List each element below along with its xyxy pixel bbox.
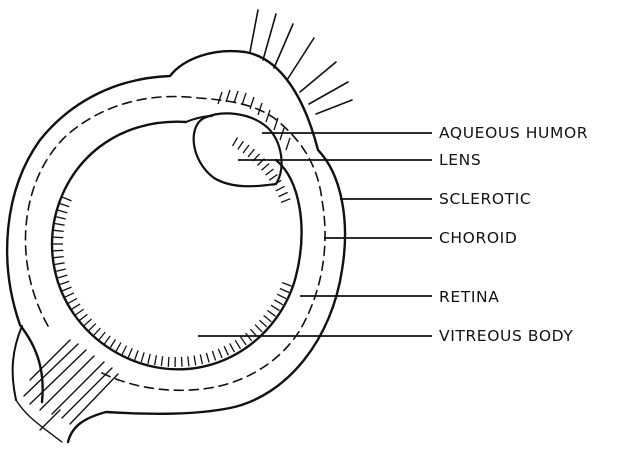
retina-hatch-tick xyxy=(266,169,274,175)
light-rays xyxy=(250,10,352,114)
retina-hatch-tick xyxy=(280,289,289,293)
retina-hatch-tick xyxy=(62,197,71,201)
retina-hatch-tick xyxy=(155,355,157,365)
retina-hatch-tick xyxy=(94,328,101,335)
retina-hatch-tick xyxy=(218,349,222,358)
retina-hatch-tick xyxy=(161,356,162,366)
retina-hatch-tick xyxy=(84,319,92,326)
retina-hatch-tick xyxy=(148,354,150,364)
retina-hatch-tick xyxy=(233,138,238,147)
retina-hatch-tick xyxy=(80,314,88,320)
retina-hatch-tick xyxy=(255,325,262,332)
retina-hatch-tick xyxy=(60,204,70,207)
aqueous-hatch-tick xyxy=(242,93,246,105)
retina-hatch-tick xyxy=(279,192,288,196)
retina-hatch-tick xyxy=(55,263,65,265)
retina-hatch-tick xyxy=(206,353,209,363)
retina-hatch-tick xyxy=(56,217,66,219)
retina-hatch-tick xyxy=(188,356,189,366)
retina-hatch-tick xyxy=(53,237,63,238)
retina-hatch-tick xyxy=(264,315,272,321)
aqueous-hatch-tick xyxy=(234,91,238,103)
retina-hatch-tick xyxy=(269,175,277,181)
label-leaders xyxy=(198,133,432,336)
retina-hatch-tick xyxy=(68,298,77,303)
retina-hatch-tick xyxy=(110,339,115,348)
retina-hatch-tick xyxy=(58,275,68,278)
retina-hatch-tick xyxy=(53,250,63,251)
retina-hatch-tick xyxy=(168,357,169,367)
retina-hatch-tick xyxy=(200,354,202,364)
retina-hatch-tick xyxy=(262,164,270,171)
retina-hatch-tick xyxy=(89,324,96,331)
retina-hatch-tick xyxy=(246,333,252,341)
label-sclerotic: SCLEROTIC xyxy=(439,192,531,208)
retina-hatch-tick xyxy=(54,230,64,231)
retina-hatch-tick xyxy=(194,356,196,366)
retina-hatch-tick xyxy=(56,269,66,271)
retina-hatch-tick xyxy=(122,346,126,355)
retina-hatch-tick xyxy=(116,343,121,352)
retina-hatch-tick xyxy=(72,304,81,309)
retina-hatch-tick xyxy=(281,199,290,203)
aqueous-hatch-tick xyxy=(226,90,230,102)
choroid-outline xyxy=(25,97,325,391)
retina-hatch-tick xyxy=(241,337,247,345)
aqueous-hatch-tick xyxy=(286,138,290,150)
lens-outline xyxy=(194,113,282,186)
optic-nerve-hatching xyxy=(24,340,118,430)
retina-hatch-tick xyxy=(128,348,132,357)
retina-hatch-tick xyxy=(141,352,144,362)
retina-hatch-tick xyxy=(267,310,275,316)
retina-hatch-tick xyxy=(99,332,105,340)
retina-hatch-tick xyxy=(212,351,215,360)
aqueous-hatch-tick xyxy=(250,97,254,109)
aqueous-hatch-tick xyxy=(280,128,284,140)
retina-hatch-tick xyxy=(248,149,254,157)
label-retina: RETINA xyxy=(439,290,499,306)
retina-hatch-tick xyxy=(235,340,240,349)
retina-hatch-tick xyxy=(224,346,228,355)
label-lens: LENS xyxy=(439,153,481,169)
label-vitreous-body: VITREOUS BODY xyxy=(439,329,573,345)
retina-hatch-tick xyxy=(243,145,249,153)
retina-hatch-tick xyxy=(104,336,110,344)
retina-hatch-tick xyxy=(54,257,64,258)
retina-hatch-tick xyxy=(271,305,279,310)
retina-hatch-tick xyxy=(58,210,68,213)
retina-hatch-tick xyxy=(282,283,291,287)
retina-hatch-tick xyxy=(230,343,235,352)
retina-hatch-tick xyxy=(274,300,283,305)
label-aqueous-humor: AQUEOUS HUMOR xyxy=(439,126,588,142)
aqueous-hatch-tick xyxy=(218,92,222,104)
retina-hatch-tick xyxy=(277,294,286,299)
retina-hatch-tick xyxy=(65,293,74,297)
sclerotic-outline xyxy=(7,51,345,442)
retina-hatch-tick xyxy=(238,141,244,149)
retina-hatch-tick xyxy=(276,186,285,191)
retina-hatch-tick xyxy=(182,357,183,367)
retina-hatch-tick xyxy=(135,351,138,360)
retina-hatch-tick xyxy=(259,320,266,327)
retina-hatch-tick xyxy=(55,224,65,226)
aqueous-hatch-tick xyxy=(266,110,270,122)
retina-hatch-tick xyxy=(76,309,84,315)
label-choroid: CHOROID xyxy=(439,231,517,247)
retina-hatch-tick xyxy=(60,281,70,284)
retina-hatch-tick xyxy=(62,287,71,291)
